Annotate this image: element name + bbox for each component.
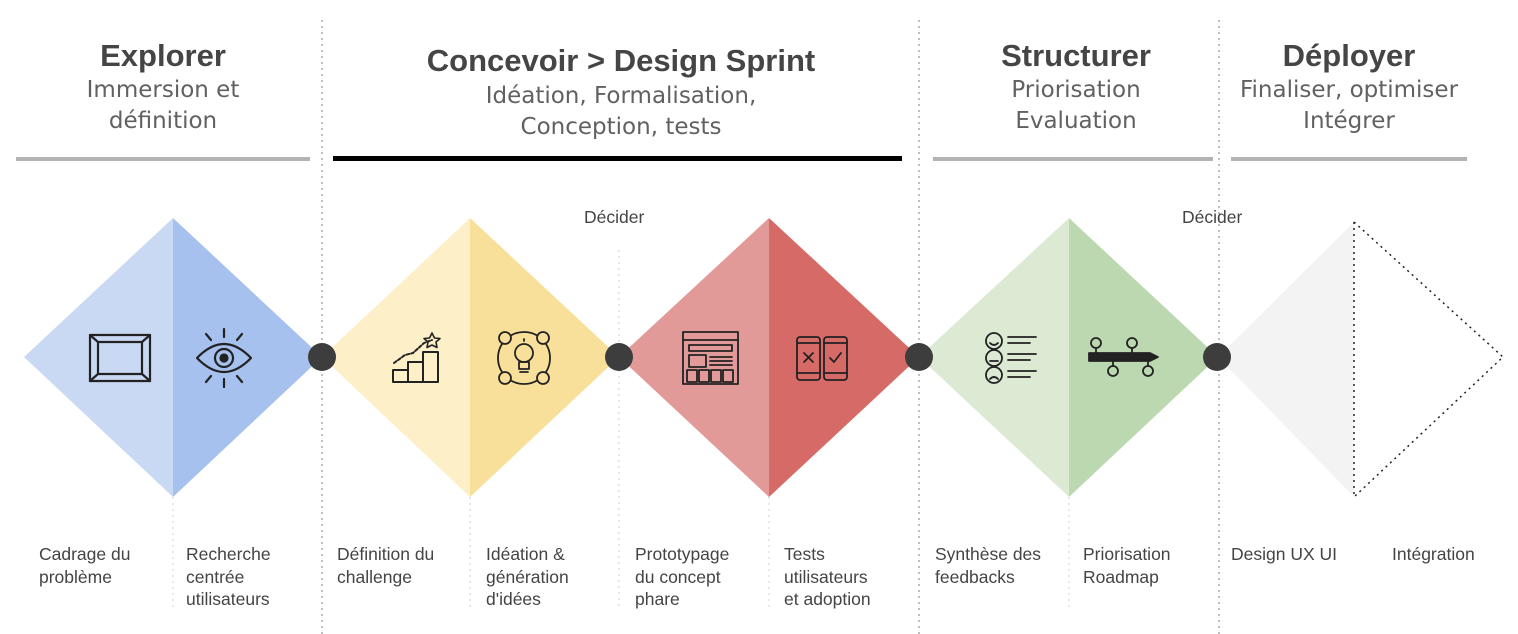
- milestone-node: [605, 343, 633, 371]
- explorer-diamond: [24, 218, 322, 497]
- deploy-diamond: [1218, 221, 1505, 498]
- phase-subtitle-line: Evaluation: [1015, 108, 1137, 134]
- step-label-line: utilisateurs: [784, 566, 868, 587]
- deploy-diamond-left: [1218, 222, 1354, 497]
- step-label-line: Roadmap: [1083, 566, 1159, 587]
- milestone-node: [905, 343, 933, 371]
- phase-bars: [16, 156, 1467, 161]
- step-label-line: Recherche: [186, 544, 271, 564]
- define-diamond-right: [470, 218, 619, 497]
- prototype-diamond-left: [619, 218, 769, 497]
- step-label-line: génération: [486, 566, 569, 587]
- phase-subtitle-line: Immersion et: [86, 77, 240, 103]
- phase-bar-structurer: [933, 157, 1213, 161]
- frame-icon: [88, 333, 152, 383]
- lightbulb-ideas-icon: [497, 331, 551, 385]
- step-label-design-ux-ui: Design UX UI: [1231, 543, 1337, 566]
- decide-label: Décider: [584, 207, 645, 227]
- step-label-line: et adoption: [784, 589, 871, 609]
- prototype-diamond: [619, 218, 919, 497]
- step-label-line: Intégration: [1392, 544, 1475, 564]
- step-label-line: Priorisation: [1083, 544, 1171, 564]
- step-label-line: Cadrage du: [39, 544, 131, 564]
- step-label-cadrage: Cadrage du problème: [39, 543, 130, 588]
- step-label-line: feedbacks: [935, 566, 1015, 587]
- step-label-line: problème: [39, 566, 112, 587]
- step-label-synthese: Synthèse des feedbacks: [935, 543, 1041, 588]
- step-label-priorisation: Priorisation Roadmap: [1083, 543, 1171, 588]
- step-label-line: Définition du: [337, 544, 435, 564]
- phase-subtitle-line: Finaliser, optimiser: [1239, 77, 1459, 103]
- roadmap-timeline-icon: [1088, 337, 1159, 377]
- step-label-ideation: Idéation & génération d'idées: [486, 543, 569, 611]
- milestone-node: [1203, 343, 1231, 371]
- phase-title-concevoir: Concevoir > Design Sprint: [426, 43, 816, 78]
- phase-bar-deployer: [1231, 157, 1467, 161]
- step-label-line: phare: [635, 589, 680, 609]
- phase-subtitle-concevoir: Idéation, Formalisation, Conception, tes…: [431, 81, 811, 143]
- phase-subtitle-line: Intégrer: [1303, 108, 1395, 134]
- deploy-diamond-outline: [1353, 221, 1505, 498]
- structure-diamond: [919, 218, 1218, 497]
- phase-subtitle-line: Conception, tests: [520, 114, 722, 140]
- step-dividers: [172, 250, 1070, 610]
- phase-subtitle-line: Idéation, Formalisation,: [485, 83, 757, 109]
- step-label-prototypage: Prototypage du concept phare: [635, 543, 729, 611]
- define-diamond-left: [322, 218, 470, 497]
- growth-stairs-icon: [392, 332, 441, 383]
- step-label-line: Synthèse des: [935, 544, 1042, 564]
- phase-bar-concevoir: [333, 156, 902, 161]
- phase-subtitle-structurer: Priorisation Evaluation: [956, 75, 1196, 137]
- step-label-line: centrée: [186, 566, 245, 587]
- eye-icon: [195, 327, 253, 389]
- structure-diamond-left: [919, 218, 1069, 497]
- phase-dividers: [321, 20, 1220, 634]
- step-label-line: Prototypage: [635, 544, 730, 564]
- prototype-diamond-right: [769, 218, 919, 497]
- phase-title-deployer: Déployer: [1282, 38, 1416, 73]
- step-label-line: Design UX UI: [1231, 544, 1338, 564]
- step-label-line: Tests: [784, 544, 825, 564]
- milestone-node: [308, 343, 336, 371]
- step-label-definition: Définition du challenge: [337, 543, 434, 588]
- mobile-test-icon: [796, 336, 848, 381]
- step-label-line: d'idées: [486, 589, 541, 609]
- step-label-integration: Intégration: [1392, 543, 1475, 566]
- explorer-diamond-right: [173, 218, 322, 497]
- step-label-line: du concept: [635, 566, 721, 587]
- phase-title-explorer: Explorer: [100, 38, 226, 73]
- step-label-line: Idéation &: [486, 544, 565, 564]
- phase-bar-explorer: [16, 157, 310, 161]
- phase-subtitle-line: Priorisation: [1011, 77, 1141, 103]
- milestone-nodes: [308, 343, 1231, 371]
- step-label-recherche: Recherche centrée utilisateurs: [186, 543, 271, 611]
- wireframe-icon: [682, 331, 739, 385]
- step-label-tests: Tests utilisateurs et adoption: [784, 543, 871, 611]
- phase-title-structurer: Structurer: [1001, 38, 1151, 73]
- feedback-faces-icon: [985, 332, 1037, 384]
- define-diamond: [322, 218, 619, 497]
- decide-label: Décider: [1182, 207, 1243, 227]
- phase-subtitle-deployer: Finaliser, optimiser Intégrer: [1229, 75, 1469, 137]
- step-label-line: challenge: [337, 566, 412, 587]
- phase-subtitle-explorer: Immersion et définition: [43, 75, 283, 137]
- phase-subtitle-line: définition: [108, 108, 218, 134]
- step-label-line: utilisateurs: [186, 589, 270, 609]
